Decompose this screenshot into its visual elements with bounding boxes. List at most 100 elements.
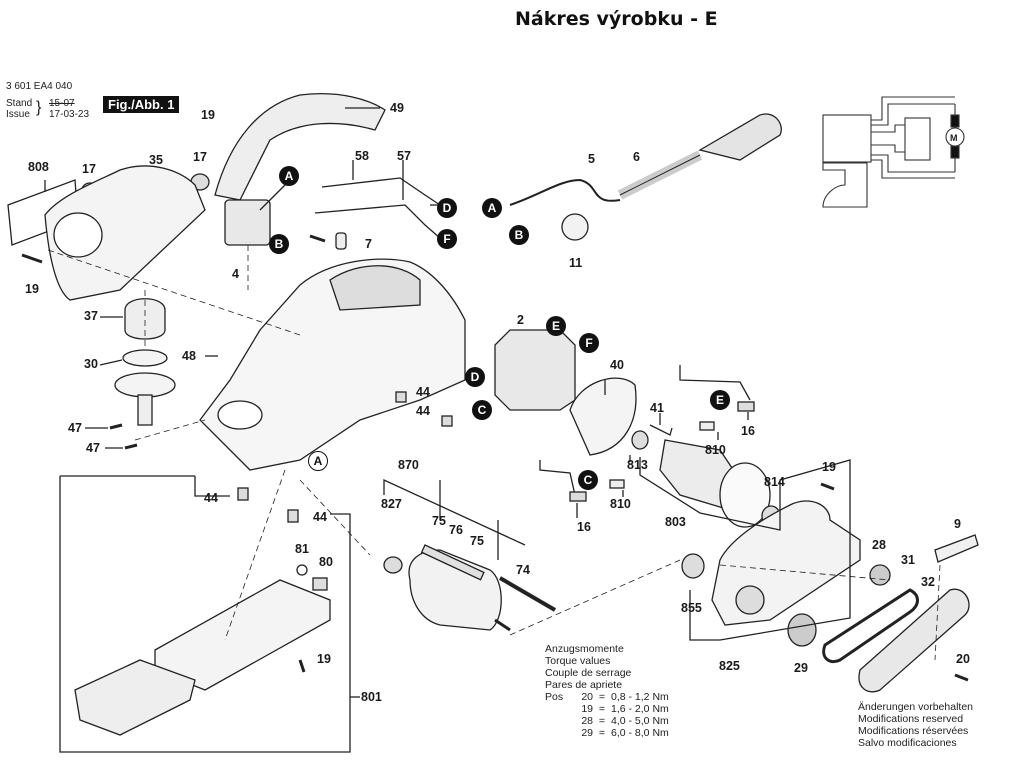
wiring-diagram (822, 96, 965, 208)
part-827-bearing (383, 556, 403, 574)
part-label: 28 (872, 538, 886, 552)
part-30-depth-adjuster (122, 349, 168, 367)
motor-brush-top (950, 114, 960, 128)
part-28-pulley (869, 564, 891, 586)
part-810-carbon-brush-2 (609, 479, 625, 489)
connector-marker-f: F (579, 333, 599, 353)
part-label: 31 (901, 553, 915, 567)
switch-box (822, 114, 872, 163)
connector-marker-b: B (509, 225, 529, 245)
group-bracket-803 (639, 457, 851, 641)
part-35-cover (44, 165, 206, 301)
part-label: 19 (317, 652, 331, 666)
part-label: 35 (149, 153, 163, 167)
equals-sign: = (598, 727, 606, 739)
equals-sign: = (598, 703, 606, 715)
part-81-spring (296, 564, 308, 576)
part-label: 48 (182, 349, 196, 363)
part-label: 9 (954, 517, 961, 531)
part-label: 75 (432, 514, 446, 528)
part-58-wire (321, 177, 441, 206)
part-label: 80 (319, 555, 333, 569)
part-label: 20 (956, 652, 970, 666)
part-label: 47 (86, 441, 100, 455)
part-label: 810 (705, 443, 726, 457)
part-11-cable-clamp (561, 213, 589, 241)
modifications-es: Salvo modificaciones (858, 737, 957, 749)
part-label: 81 (295, 542, 309, 556)
part-37-knob (124, 298, 166, 340)
part-label: 2 (517, 313, 524, 327)
part-label: 44 (416, 385, 430, 399)
group-bracket-801 (59, 476, 351, 753)
pos-label: Pos (545, 691, 564, 703)
connector-marker-a-open: A (308, 451, 328, 471)
part-front-shoe (74, 659, 196, 736)
part-74-shaft (498, 576, 557, 612)
part-label: 11 (569, 256, 583, 270)
part-label: 801 (361, 690, 382, 704)
part-41-spring (649, 424, 673, 436)
torque-heading-es: Pares de apriete (545, 679, 623, 691)
stand-value: 15-07 (49, 98, 75, 109)
group-bracket-870 (383, 478, 526, 546)
part-label: 19 (25, 282, 39, 296)
torque-pos: 19 (581, 703, 593, 715)
part-label: 41 (650, 401, 664, 415)
connector-marker-e: E (546, 316, 566, 336)
part-16-brush-holder (679, 365, 751, 401)
power-plug (698, 113, 782, 161)
equals-sign: = (598, 715, 606, 727)
part-label: 17 (193, 150, 207, 164)
part-31-drive-belt (822, 588, 919, 664)
torque-row: 19 = 1,6 - 2,0 Nm (545, 703, 668, 715)
part-57-wire (314, 204, 441, 239)
part-9-label (934, 534, 979, 563)
part-label: 30 (84, 357, 98, 371)
part-40-baffle (569, 377, 637, 456)
part-label: 813 (627, 458, 648, 472)
part-label: 75 (470, 534, 484, 548)
torque-values-block: Anzugsmomente Torque values Couple de se… (545, 643, 669, 739)
torque-pos: 20 (581, 691, 593, 703)
part-label: 47 (68, 421, 82, 435)
motor-label: M (950, 133, 958, 143)
part-7-clip (335, 232, 347, 250)
part-label: 808 (28, 160, 49, 174)
part-label: 29 (794, 661, 808, 675)
part-label: 7 (365, 237, 372, 251)
connector-marker-f: F (437, 229, 457, 249)
part-label: 814 (764, 475, 785, 489)
part-label: 49 (390, 101, 404, 115)
motor-brush-bottom (950, 145, 960, 159)
part-49-handle-shell (214, 93, 386, 201)
part-label: 16 (741, 424, 755, 438)
figure-badge: Fig./Abb. 1 (103, 96, 180, 113)
housing-main (199, 258, 466, 471)
torque-value: 6,0 - 8,0 Nm (611, 727, 669, 739)
torque-row: 28 = 4,0 - 5,0 Nm (545, 715, 668, 727)
connector-marker-a: A (482, 198, 502, 218)
part-label: 44 (204, 491, 218, 505)
connector-marker-c: C (578, 470, 598, 490)
part-label: 44 (313, 510, 327, 524)
electronic-module (904, 117, 931, 161)
modifications-en: Modifications reserved (858, 713, 964, 725)
modifications-de: Änderungen vorbehalten (858, 701, 974, 713)
part-855-bearing (681, 553, 705, 579)
brace-icon: } (36, 99, 42, 116)
modifications-fr: Modifications réservées (858, 725, 969, 737)
part-label: 74 (516, 563, 530, 577)
part-label: 6 (633, 150, 640, 164)
part-29-pulley (787, 613, 817, 647)
connector-marker-d: D (437, 198, 457, 218)
part-label: 17 (82, 162, 96, 176)
part-label: 57 (397, 149, 411, 163)
part-76-blade (420, 544, 485, 581)
torque-heading-de: Anzugsmomente (545, 643, 624, 655)
part-label: 37 (84, 309, 98, 323)
part-2-stator (494, 329, 576, 411)
part-label: 4 (232, 267, 239, 281)
torque-row: 29 = 6,0 - 8,0 Nm (545, 727, 669, 739)
part-label: 5 (588, 152, 595, 166)
